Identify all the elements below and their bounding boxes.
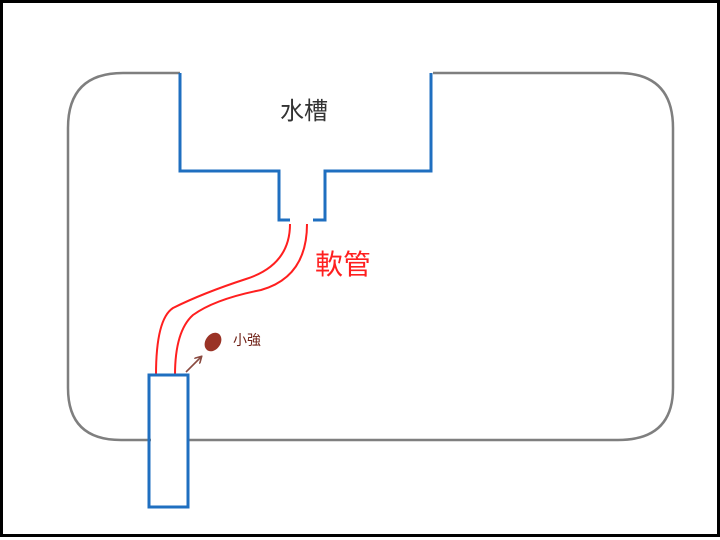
arrow-up-right-icon: [185, 357, 201, 373]
water-tank-label: 水槽: [280, 97, 328, 125]
room-outline-right: [189, 71, 675, 442]
hose-right-wall: [174, 223, 308, 376]
hose-label: 軟管: [315, 248, 372, 281]
diagram-canvas: [66, 71, 675, 509]
hose-left-wall: [155, 223, 291, 376]
water-tank-outline: [178, 73, 290, 222]
drain-pipe: [147, 373, 190, 509]
person-icon: [204, 332, 222, 352]
water-tank-outline-right: [313, 73, 433, 222]
person-label: 小強: [233, 333, 261, 349]
room-outline: [66, 71, 180, 442]
